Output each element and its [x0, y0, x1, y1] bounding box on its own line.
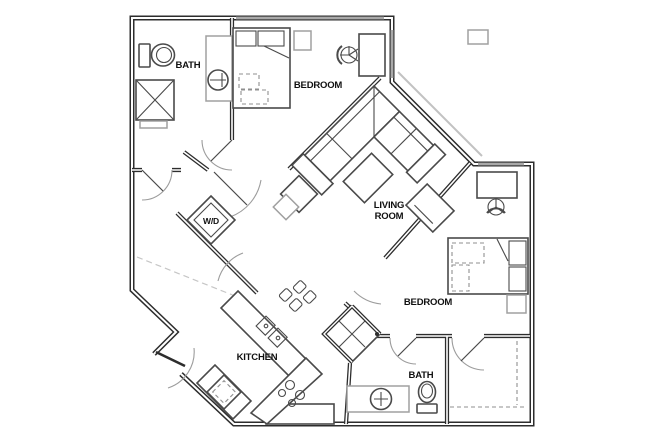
- pillow: [235, 30, 257, 47]
- room-label-washer-dryer: W/D: [203, 216, 219, 226]
- door-leaf: [213, 171, 248, 206]
- door-arc: [229, 179, 262, 218]
- door-arc: [389, 337, 417, 365]
- bar-stool: [292, 280, 307, 294]
- room-label-bath-lower: BATH: [409, 370, 434, 381]
- pillow: [257, 30, 285, 47]
- room-label-bath-upper: BATH: [176, 60, 201, 71]
- kitchen-counter: [249, 356, 324, 426]
- bath-lower: [321, 304, 438, 414]
- door-leaf: [228, 262, 258, 292]
- door-arc: [217, 252, 244, 282]
- windows: [236, 16, 524, 166]
- room-label-living-line2: ROOM: [375, 211, 404, 222]
- door-arc: [201, 139, 233, 171]
- room-labels: BATH BEDROOM LIVING ROOM W/D KITCHEN BED…: [176, 60, 453, 381]
- desk: [476, 171, 518, 199]
- pillow: [508, 240, 527, 266]
- shower-icon: [321, 304, 382, 364]
- closet: [450, 341, 527, 408]
- adjacent-unit-outline: [397, 29, 489, 157]
- room-label-bedroom-upper: BEDROOM: [294, 80, 342, 91]
- sink-icon: [369, 387, 393, 411]
- bedroom-lower: [447, 171, 529, 314]
- coffee-table: [342, 152, 394, 204]
- door-leaf: [141, 169, 164, 192]
- door-swings: [141, 139, 485, 389]
- bed-icon: [447, 237, 529, 295]
- nightstand: [293, 30, 312, 51]
- double-sink-icon: [255, 315, 288, 348]
- range-burners-icon: [277, 379, 306, 408]
- refrigerator-icon: [205, 373, 243, 411]
- bath-upper: [135, 35, 233, 129]
- exterior-wall: [129, 15, 535, 427]
- entry-door-leaf: [155, 350, 186, 368]
- shower-icon: [135, 79, 175, 129]
- toilet-icon: [138, 43, 176, 68]
- door-arc: [353, 290, 382, 305]
- living-room: [272, 84, 456, 234]
- sink-icon: [207, 69, 229, 91]
- toilet-icon: [416, 380, 438, 414]
- entry-dashed-line: [136, 256, 236, 297]
- door-leaf: [210, 139, 233, 162]
- room-label-living-line1: LIVING: [374, 200, 404, 211]
- room-label-bedroom-lower: BEDROOM: [404, 297, 452, 308]
- vanity-counter: [205, 35, 233, 102]
- sofa-armrest: [290, 152, 335, 197]
- washer-dryer-unit: [185, 194, 237, 246]
- bar-stool: [278, 288, 293, 302]
- door-arc: [167, 347, 195, 389]
- pillow: [508, 266, 527, 292]
- bedroom-upper: [232, 27, 386, 109]
- adjacent-unit-fixture: [467, 29, 489, 45]
- desk-chair-icon: [486, 198, 506, 216]
- bar-stool: [302, 290, 317, 304]
- nightstand: [506, 294, 527, 314]
- door-leaf: [460, 337, 485, 362]
- sofa-armrest: [405, 142, 447, 185]
- door-leaf: [397, 337, 417, 357]
- room-label-kitchen: KITCHEN: [237, 352, 278, 363]
- accent-chair: [404, 182, 456, 234]
- bar-stool: [288, 298, 303, 312]
- ottoman: [272, 193, 300, 221]
- door-arc: [141, 169, 173, 201]
- adjacent-wall-line: [397, 71, 483, 157]
- sectional-sofa-icon: [290, 84, 447, 197]
- kitchen: [195, 280, 335, 426]
- desk-chair-icon: [336, 45, 359, 65]
- armchair: [272, 174, 319, 221]
- shower-head-icon: [375, 332, 379, 336]
- bar-stools: [278, 280, 317, 312]
- bed-icon: [232, 27, 291, 109]
- desk: [358, 33, 386, 77]
